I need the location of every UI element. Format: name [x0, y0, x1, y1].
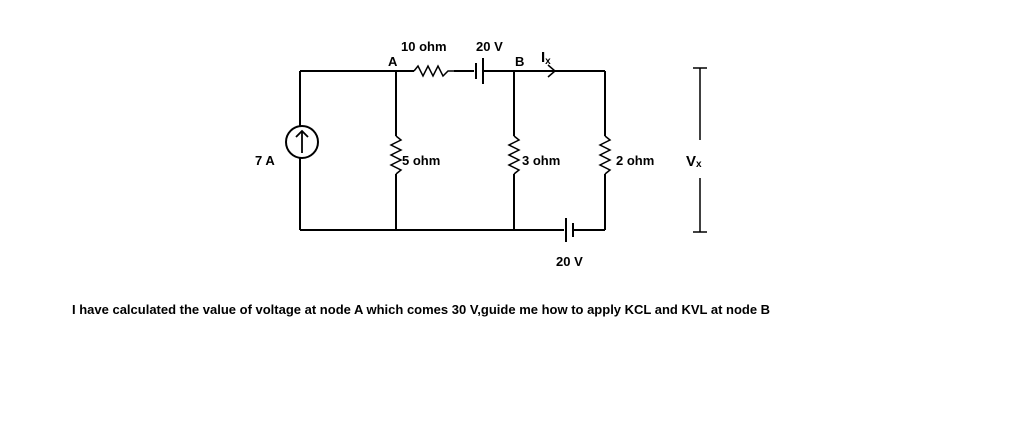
label-vx-sub: x — [696, 159, 702, 170]
battery-top-20v — [475, 58, 484, 84]
label-ix: Ix — [541, 49, 551, 67]
vx-measurement-bar — [693, 67, 707, 233]
label-node-a: A — [388, 54, 398, 69]
label-20v-top: 20 V — [476, 39, 503, 54]
resistor-5ohm — [389, 135, 403, 175]
resistor-10ohm — [413, 64, 454, 78]
label-vx: Vx — [686, 153, 702, 170]
question-text: I have calculated the value of voltage a… — [72, 302, 771, 317]
ix-arrow — [547, 64, 557, 78]
resistor-2ohm — [598, 135, 612, 175]
label-7a: 7 A — [255, 153, 275, 168]
label-node-b: B — [515, 54, 524, 69]
label-ix-sub: x — [545, 56, 551, 67]
resistor-3ohm — [507, 135, 521, 175]
label-vx-main: V — [686, 153, 696, 170]
battery-bottom-20v — [565, 218, 574, 242]
label-20v-bottom: 20 V — [556, 254, 583, 269]
label-10ohm: 10 ohm — [401, 39, 447, 54]
label-ix-main: I — [541, 49, 545, 66]
label-5ohm: 5 ohm — [402, 153, 440, 168]
label-2ohm: 2 ohm — [616, 153, 654, 168]
current-source-7a — [285, 125, 319, 159]
label-3ohm: 3 ohm — [522, 153, 560, 168]
